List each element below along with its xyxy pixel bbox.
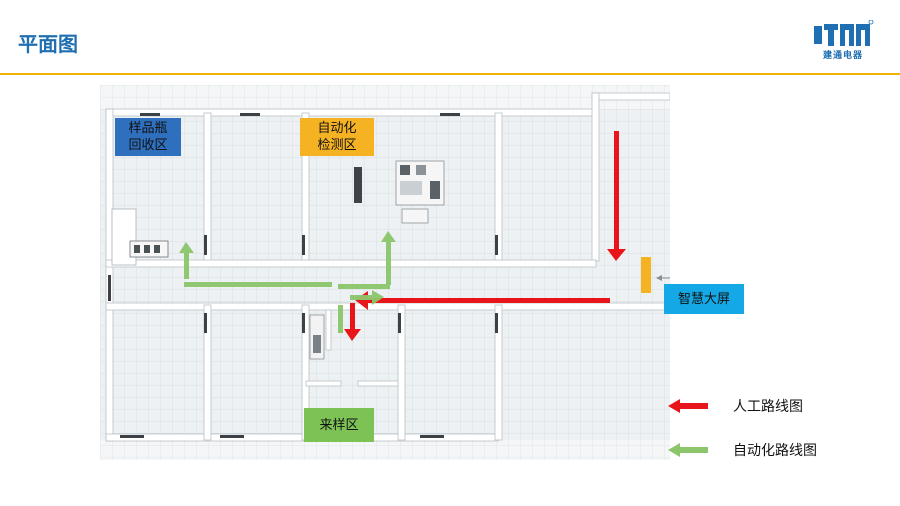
legend-automatic-label: 自动化路线图 [733,443,817,459]
automatic-route [179,231,396,333]
legend-automatic-arrow [668,443,708,457]
company-logo [814,20,874,46]
label-bottle-recycle-area: 样品瓶回收区 [115,118,181,156]
door-gaps [108,113,498,438]
smart-screen-device [641,257,651,293]
logo-text: 建通电器 [822,51,863,61]
lab-furniture [111,160,445,360]
floor-plan [100,85,670,460]
legend-manual-arrow [668,399,708,413]
label-smart-screen: 智慧大屏 [664,284,744,314]
header-divider [0,73,900,75]
legend-manual-label: 人工路线图 [733,399,803,415]
page-title: 平面图 [18,32,78,56]
label-sample-receiving-area: 来样区 [304,408,374,442]
label-automated-testing-area: 自动化检测区 [300,118,374,156]
